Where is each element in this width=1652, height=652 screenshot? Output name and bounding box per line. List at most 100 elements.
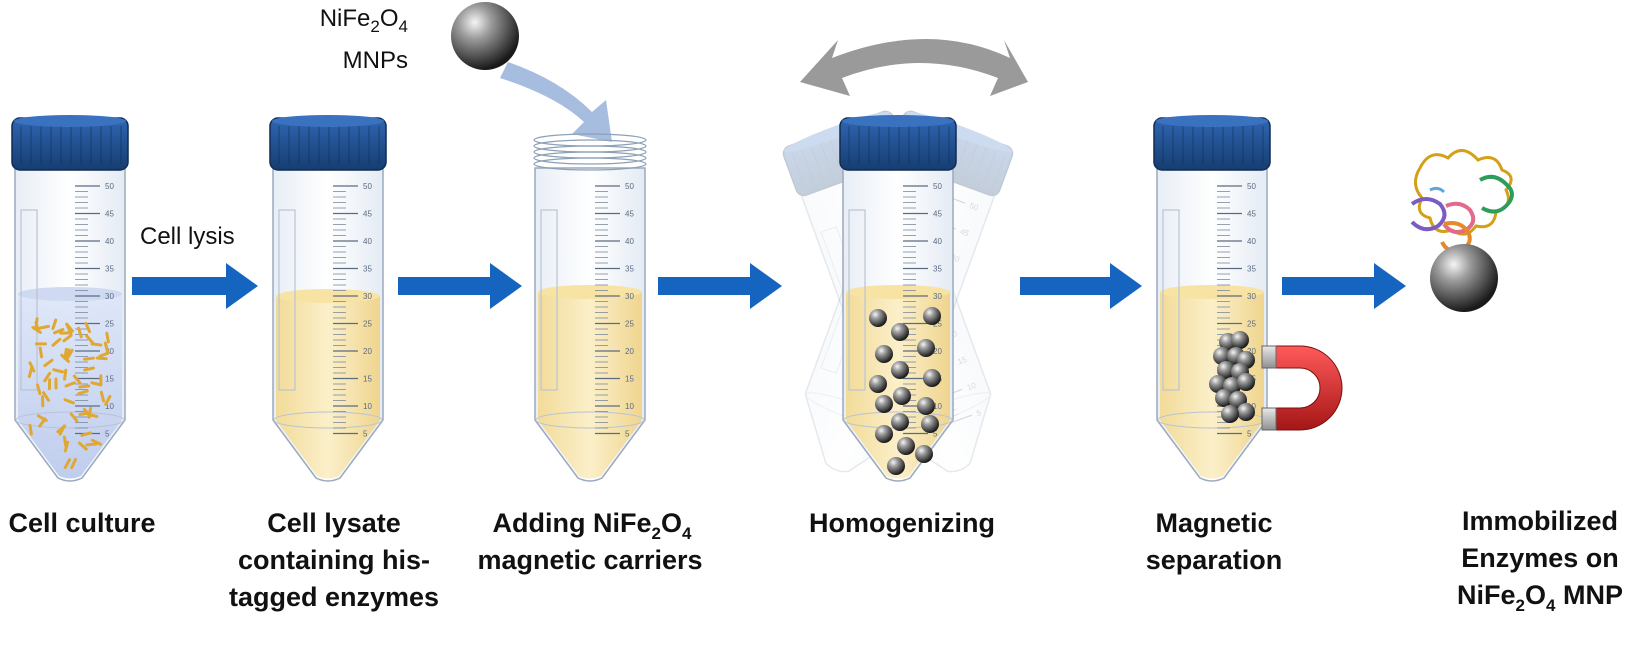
bacterium-mark [31, 325, 42, 334]
tube-scale-label: 5 [1247, 430, 1252, 439]
bacterium-mark [83, 366, 96, 372]
tube-scale-label: 45 [363, 210, 372, 219]
tube-scale-label: 5 [933, 430, 938, 439]
bacterium-mark [63, 440, 70, 453]
bacterium-mark [104, 394, 112, 406]
bacterium-mark [85, 442, 98, 447]
tube-scale-label: 15 [956, 355, 968, 367]
bacterium-mark [54, 377, 58, 390]
nanoparticle-mark [917, 397, 935, 415]
tube-scale-label: 40 [949, 253, 961, 265]
nanoparticle-mark [875, 345, 893, 363]
add-arrow-icon [500, 62, 612, 142]
bacterium-mark [52, 368, 64, 374]
tube-scale-label: 40 [933, 237, 942, 246]
bacterium-mark [77, 389, 89, 396]
bacterium-mark [64, 348, 71, 360]
tubes-layer: 50 45 40 35 30 25 20 15 10 5 50 45 40 35 30 25 20 15 10 5 50… [11, 110, 1271, 482]
tube-scale-label: 15 [363, 375, 372, 384]
bacterium-mark [84, 334, 94, 344]
tube-scale-label: 10 [933, 402, 942, 411]
tube-scale-label: 40 [105, 237, 114, 246]
tube-scale-label: 50 [105, 182, 114, 191]
tube-scale-label: 25 [363, 320, 372, 329]
rotate-arrow-icon [800, 39, 1028, 96]
tube-scale-label: 35 [625, 265, 634, 274]
nanoparticle-mark [869, 375, 887, 393]
tube-scale-label: 50 [625, 182, 634, 191]
bacterium-mark [59, 331, 72, 335]
tube-scale-label: 10 [105, 402, 114, 411]
bacterium-mark [82, 407, 92, 418]
step-label-cell-lysate-1: Cell lysate [267, 508, 401, 538]
bacterium-mark [42, 391, 50, 402]
bacterium-mark [47, 378, 52, 391]
nanoparticle-mark [897, 437, 915, 455]
immobilized-enzyme-group [1410, 149, 1514, 312]
tube-scale-label: 50 [933, 182, 942, 191]
tube-scale-label: 45 [1247, 210, 1256, 219]
nanoparticle-mark [917, 339, 935, 357]
step-labels: Cell culture Cell lysate containing his-… [8, 506, 1623, 615]
bacterium-mark [43, 358, 54, 368]
bacterium-mark [90, 381, 103, 387]
tube-scale-label: 45 [105, 210, 114, 219]
tube-scale-label: 40 [625, 237, 634, 246]
bacterium-mark [51, 337, 62, 347]
tube-scale-label: 25 [933, 320, 942, 329]
tube-scale-label: 30 [363, 292, 372, 301]
bacterium-mark [95, 356, 108, 361]
top-mnp-label-line2: MNPs [343, 47, 408, 74]
nanoparticle-mark [891, 323, 909, 341]
bacterium-mark [36, 383, 42, 396]
bacterium-mark [90, 342, 103, 347]
nanoparticle-mark [891, 413, 909, 431]
bacterium-mark [38, 346, 44, 359]
nanoparticle-mark [921, 415, 939, 433]
step-label-cell-culture: Cell culture [8, 508, 155, 538]
step-label-immobilized-2: Enzymes on [1461, 543, 1619, 573]
tube-scale-label: 25 [1247, 320, 1256, 329]
bacterium-mark [80, 431, 93, 437]
tube-scale-label: 35 [363, 265, 372, 274]
tube-scale-label: 30 [105, 292, 114, 301]
nanoparticle-mark [1231, 331, 1249, 349]
tube-scale-label: 50 [363, 182, 372, 191]
tube-scale-label: 20 [363, 347, 372, 356]
bacterium-mark [84, 321, 92, 334]
tube-scale-label: 25 [105, 320, 114, 329]
tube-scale-label: 10 [966, 381, 978, 393]
arrow-label-cell-lysis: Cell lysis [140, 223, 235, 250]
tube-scale-label: 45 [933, 210, 942, 219]
step-label-adding-2: magnetic carriers [477, 545, 702, 575]
bacterium-mark [63, 458, 72, 470]
tube-scale-label: 50 [1247, 182, 1256, 191]
tube-scale-label: 20 [105, 347, 114, 356]
bacterium-mark [83, 356, 95, 361]
bacterium-mark [38, 324, 51, 330]
nanoparticle-mark [1217, 361, 1235, 379]
tube-scale-label: 30 [1247, 292, 1256, 301]
nanoparticle-mark [915, 445, 933, 463]
nanoparticle-icon [1430, 244, 1498, 312]
tube-scale-label: 30 [625, 292, 634, 301]
bacterium-mark [63, 368, 68, 381]
nanoparticle-mark [887, 457, 905, 475]
bacterium-mark [78, 384, 91, 389]
bacterium-mark [34, 317, 39, 330]
bacterium-mark [70, 457, 77, 470]
bacterium-mark [51, 318, 58, 331]
bacterium-mark [36, 414, 48, 422]
bacterium-mark [98, 351, 110, 358]
step-label-homogenizing: Homogenizing [809, 508, 995, 538]
bacterium-mark [77, 441, 88, 451]
tube-scale-label: 20 [933, 347, 942, 356]
bacterium-mark [60, 353, 70, 363]
tube-scale-label: 10 [363, 402, 372, 411]
tube-scale-label: 45 [959, 227, 971, 239]
flow-arrow-icon [1020, 263, 1142, 309]
